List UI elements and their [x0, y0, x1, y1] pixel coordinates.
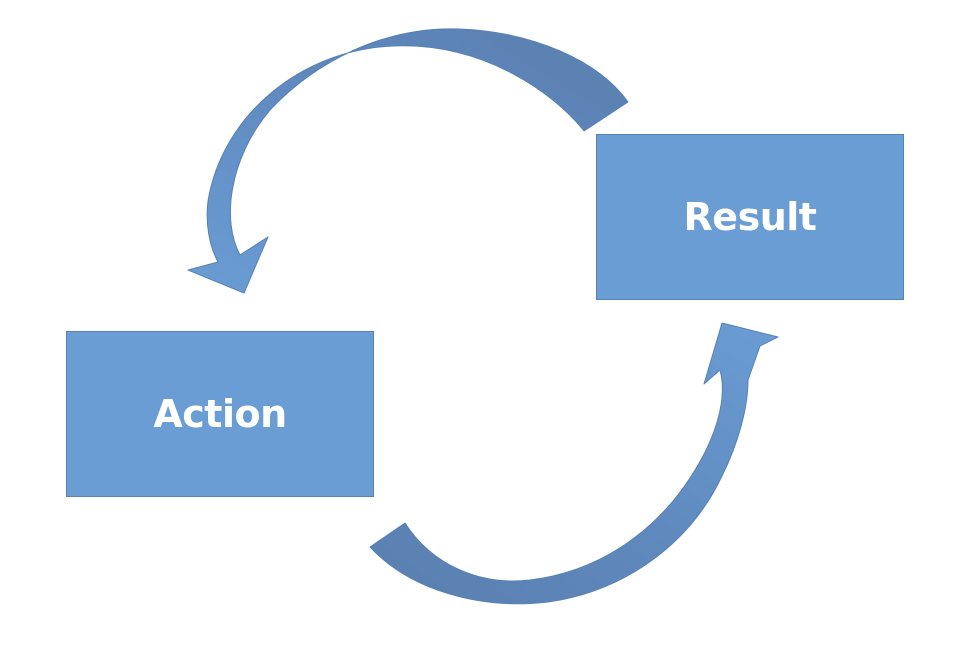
result-label: Result — [683, 195, 817, 239]
arrow-action-to-result — [369, 322, 779, 605]
result-box: Result — [596, 134, 904, 300]
action-box: Action — [66, 331, 374, 497]
action-label: Action — [153, 392, 287, 436]
arrow-result-to-action — [187, 28, 629, 294]
